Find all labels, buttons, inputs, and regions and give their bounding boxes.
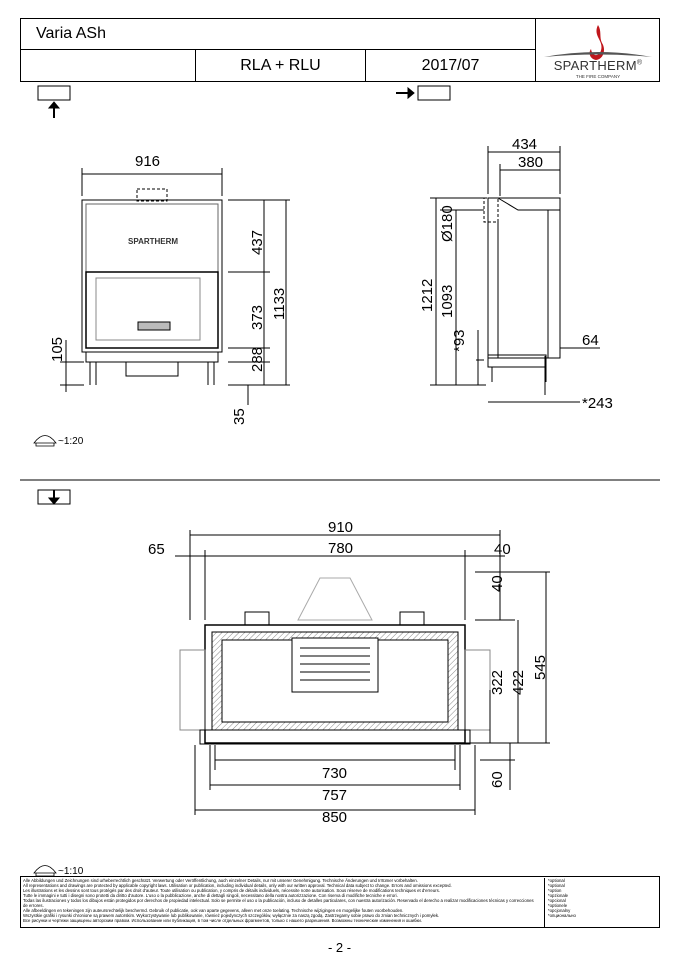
front-view-icon bbox=[37, 85, 71, 118]
dim-front-373: 373 bbox=[249, 305, 266, 330]
disclaimer-line: Wszystkie grafiki i rysunki chronione są… bbox=[23, 913, 440, 918]
dim-top-850: 850 bbox=[322, 809, 347, 826]
side-view bbox=[430, 146, 600, 403]
disclaimer-line: Tutte le immagini e tutti i disegni sono… bbox=[23, 893, 398, 898]
disclaimer-line: Todas las ilustraciones y todos los dibu… bbox=[23, 898, 534, 908]
side-view-icon bbox=[396, 85, 451, 101]
flame-icon bbox=[544, 25, 652, 60]
dim-front-width: 916 bbox=[135, 153, 160, 170]
dim-side-1093: 1093 bbox=[439, 285, 456, 318]
dim-top-322: 322 bbox=[489, 670, 506, 695]
front-plate-logo: SPARTHERM bbox=[128, 237, 178, 246]
optional-note: *опционально bbox=[548, 913, 576, 918]
logo-tagline: THE FIRE COMPANY bbox=[575, 74, 621, 79]
revision-date: 2017/07 bbox=[366, 50, 536, 82]
dim-side-380: 380 bbox=[518, 154, 543, 171]
blank-cell bbox=[21, 50, 196, 82]
dim-side-64: 64 bbox=[582, 332, 599, 349]
dim-top-60: 60 bbox=[489, 771, 506, 788]
dim-side-243: *243 bbox=[582, 395, 613, 412]
optional-note: *opzionale bbox=[548, 893, 569, 898]
spartherm-logo: SPARTHERM® THE FIRE COMPANY bbox=[536, 19, 660, 82]
dim-top-40: 40 bbox=[494, 541, 511, 558]
disclaimer-line: Les illustrations et les dessins sont to… bbox=[23, 888, 440, 893]
optional-note: *optional bbox=[548, 883, 565, 888]
disclaimer-line: All representations and drawings are pro… bbox=[23, 883, 452, 888]
dim-front-105: 105 bbox=[49, 337, 66, 362]
dim-front-35: 35 bbox=[231, 408, 248, 425]
copyright-disclaimer: Alle Abbildungen und Zeichnungen sind ur… bbox=[20, 876, 660, 928]
dim-top-545: 545 bbox=[532, 655, 549, 680]
optional-note: *opcjonalny bbox=[548, 908, 571, 913]
scale-top: ~1:20 bbox=[58, 436, 84, 447]
top-view-icon bbox=[37, 489, 71, 505]
disclaimer-line: Все рисунки и чертежи защищены авторским… bbox=[23, 918, 422, 923]
scale-bottom: ~1:10 bbox=[58, 866, 84, 877]
document-title: Varia ASh bbox=[21, 19, 536, 50]
optional-note: *optionele bbox=[548, 903, 568, 908]
optional-note: *opcional bbox=[548, 898, 566, 903]
scale-icon bbox=[33, 435, 57, 447]
disclaimer-line: Alle Abbildungen und Zeichnungen sind ur… bbox=[23, 878, 418, 883]
top-view bbox=[175, 530, 550, 815]
dim-top-right-40: 40 bbox=[489, 575, 506, 592]
dim-top-730: 730 bbox=[322, 765, 347, 782]
dim-front-437: 437 bbox=[249, 230, 266, 255]
optional-note: *option bbox=[548, 888, 562, 893]
title-block: Varia ASh RLA + RLU 2017/07 SPARTHERM® T… bbox=[20, 18, 660, 82]
dim-top-910: 910 bbox=[328, 519, 353, 536]
logo-registered: ® bbox=[636, 59, 643, 67]
logo-brand: SPARTHERM bbox=[553, 58, 637, 73]
dim-front-288: 288 bbox=[249, 347, 266, 372]
dim-side-434: 434 bbox=[512, 136, 537, 153]
dim-top-780: 780 bbox=[328, 540, 353, 557]
model-name: RLA + RLU bbox=[196, 50, 366, 82]
dim-side-1212: 1212 bbox=[419, 279, 436, 312]
front-view bbox=[60, 168, 290, 405]
dim-top-422: 422 bbox=[510, 670, 527, 695]
page-number: - 2 - bbox=[327, 940, 352, 955]
optional-note: *optional bbox=[548, 878, 565, 883]
dim-top-757: 757 bbox=[322, 787, 347, 804]
dim-front-1133: 1133 bbox=[271, 288, 288, 320]
dim-side-d180: Ø180 bbox=[439, 205, 456, 242]
dim-side-93: *93 bbox=[451, 329, 468, 352]
disclaimer-line: Alle afbeeldingen en tekeningen zijn aut… bbox=[23, 908, 404, 913]
dim-top-65: 65 bbox=[148, 541, 165, 558]
scale-icon bbox=[33, 865, 57, 877]
